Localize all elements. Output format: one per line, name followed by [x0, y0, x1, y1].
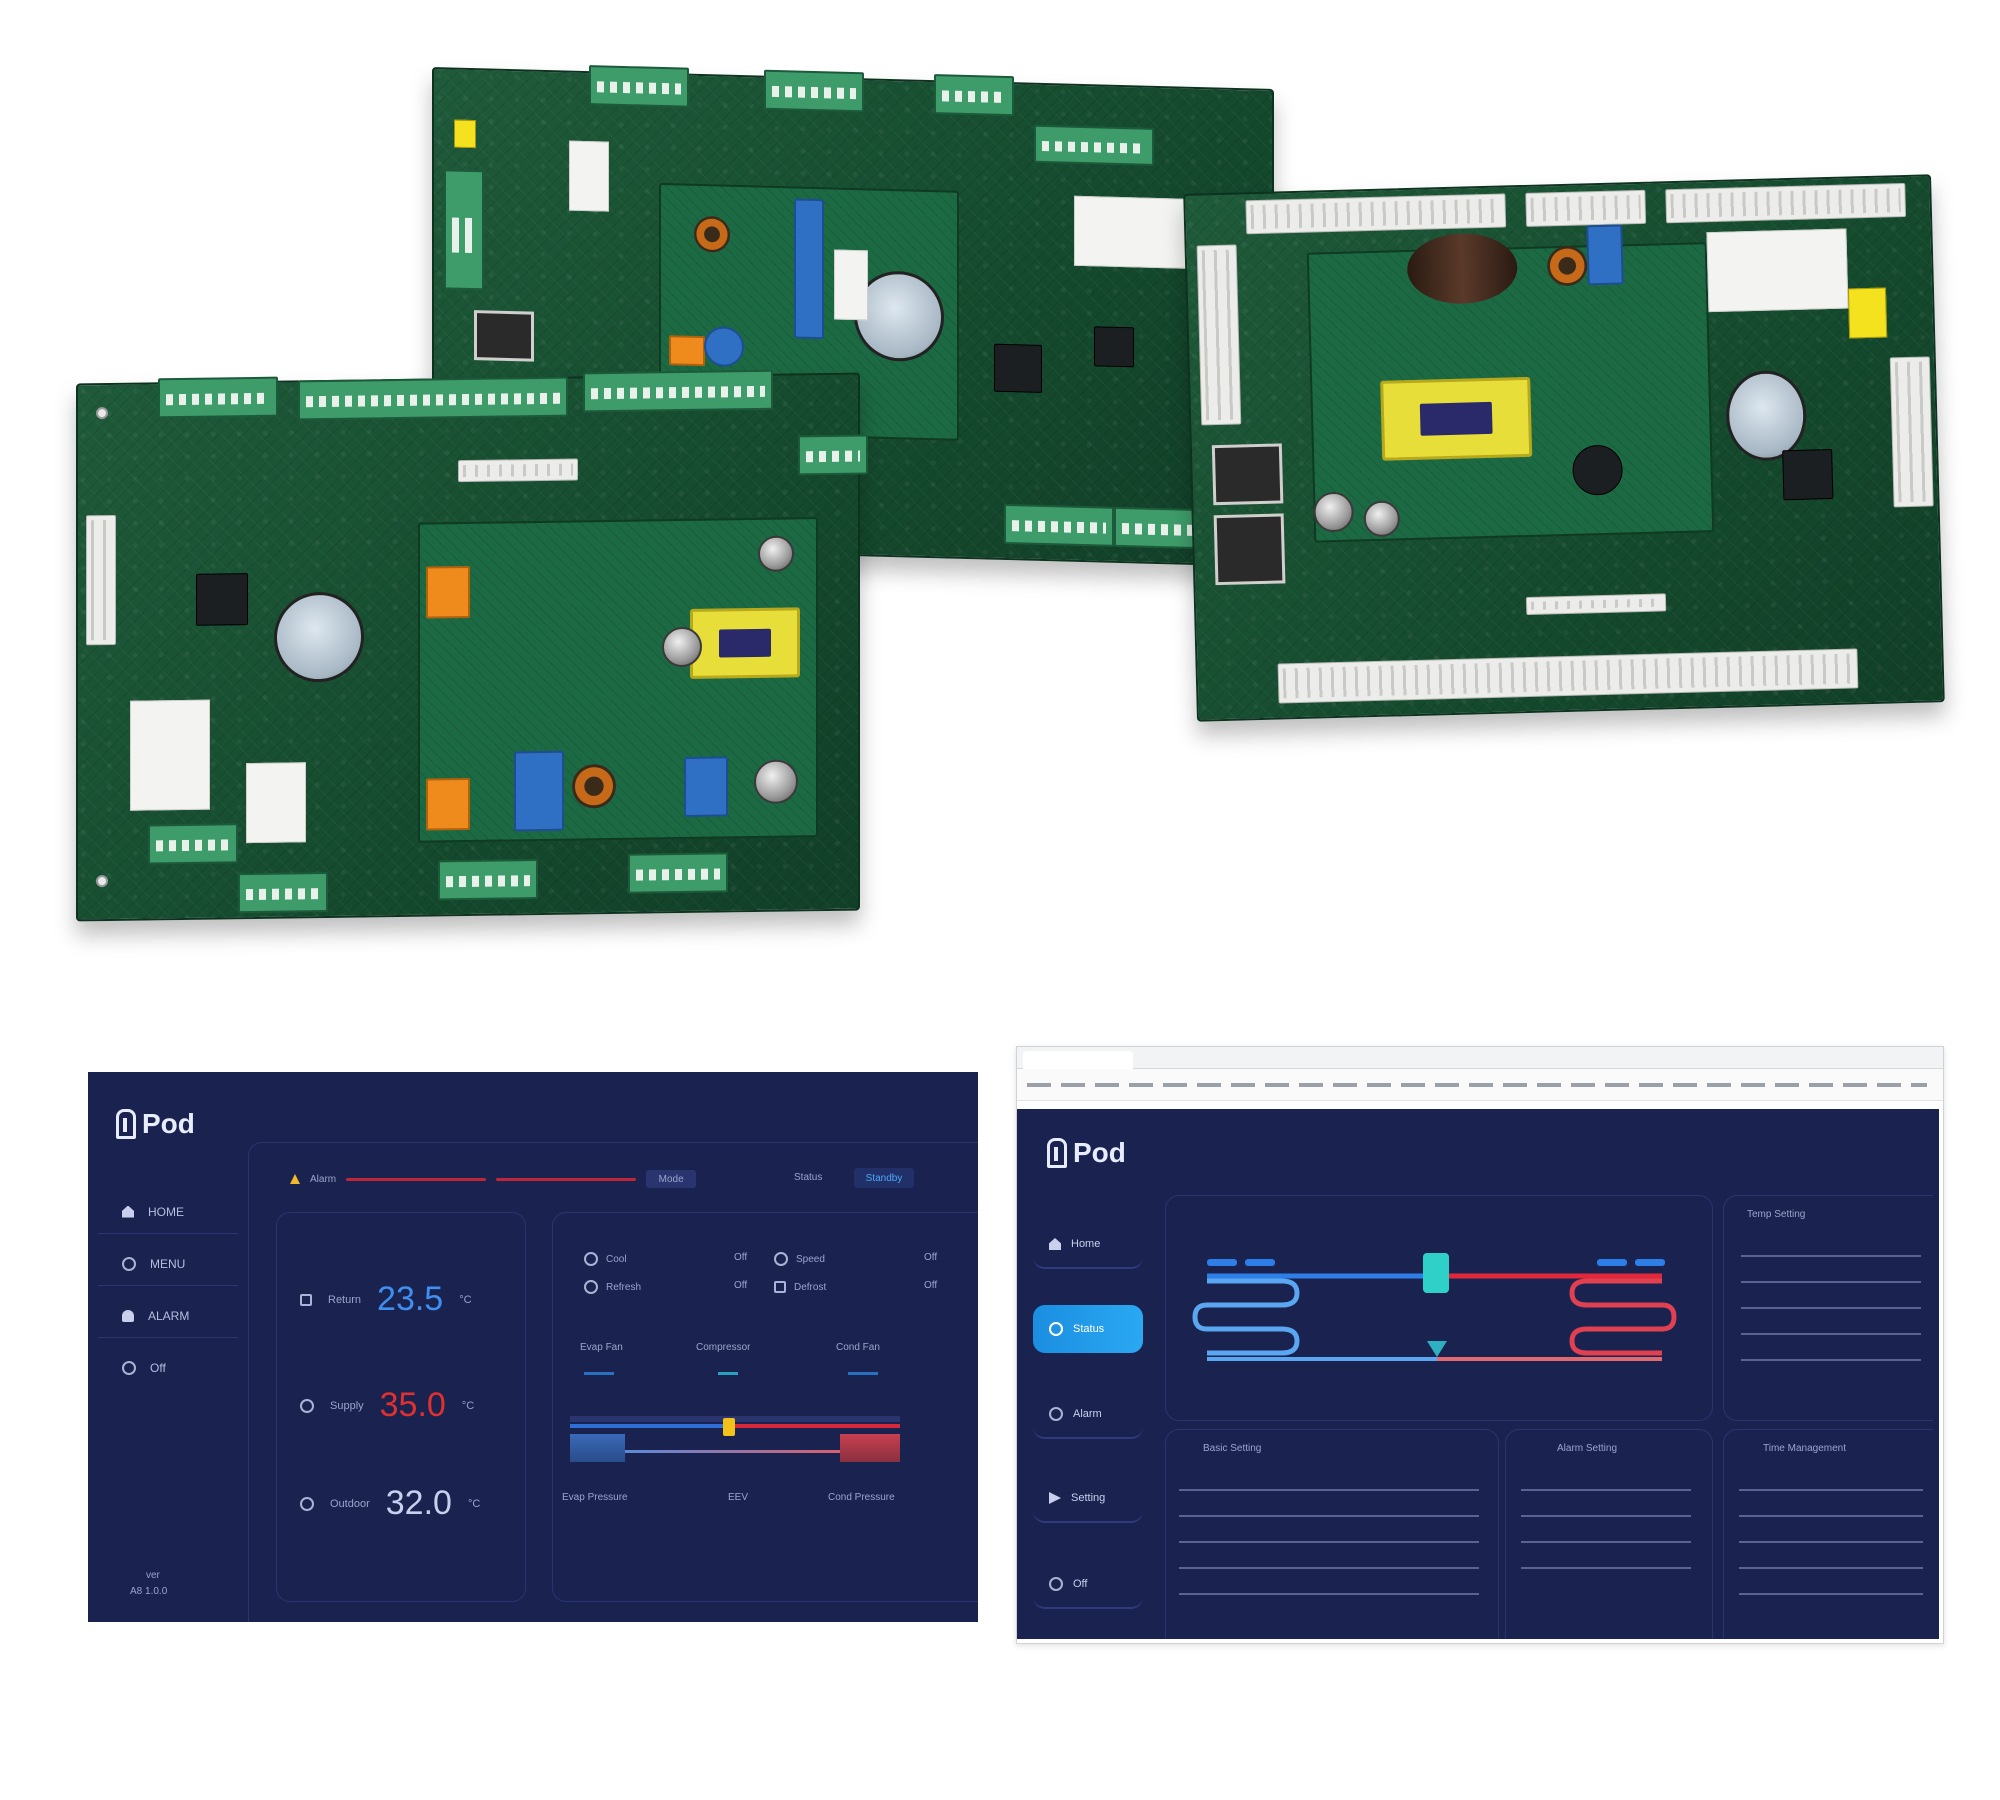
mode-refresh-state: Off — [734, 1280, 748, 1291]
main-frame — [248, 1142, 978, 1622]
browser-window: Pod Home Status Alarm Setting Off — [1016, 1046, 1944, 1644]
alarm-bell-icon — [122, 1309, 134, 1322]
home-icon — [1049, 1238, 1061, 1250]
supply-temp-value: 35.0 — [379, 1386, 446, 1424]
compressor-marker — [723, 1418, 735, 1436]
refrigeration-diagram-panel — [1165, 1195, 1713, 1421]
mode-speed-state: Off — [924, 1252, 938, 1263]
mode-button[interactable]: Mode — [646, 1170, 697, 1188]
eev-label: EEV — [728, 1492, 749, 1503]
dashboard-home-screenshot: Pod HOME MENU ALARM Off ver A8 1.0.0 Ala… — [88, 1072, 978, 1622]
cycle-diagram — [570, 1412, 900, 1462]
sidebar-item-menu[interactable]: MENU — [98, 1242, 238, 1286]
sensor-icon — [300, 1293, 312, 1306]
sidebar-item-status[interactable]: Status — [1033, 1305, 1143, 1353]
system-panel — [552, 1212, 978, 1602]
basic-setting-panel — [1165, 1429, 1499, 1639]
cond-fan-indicator — [848, 1372, 878, 1375]
browser-bookmarks-bar — [1017, 1069, 1943, 1101]
browser-tab-bar — [1017, 1047, 1943, 1069]
return-temp-value: 23.5 — [377, 1280, 444, 1318]
pcb-board-right — [1183, 174, 1945, 722]
sidebar-item-setting[interactable]: Setting — [1033, 1475, 1143, 1523]
pcb-board-front — [76, 369, 868, 922]
status-icon — [1049, 1322, 1063, 1336]
home-icon — [122, 1205, 134, 1218]
cond-pressure-label: Cond Pressure — [828, 1492, 895, 1503]
temp-setting-rows — [1741, 1241, 1921, 1361]
app-logo: Pod — [116, 1108, 195, 1140]
alarm-bar: Alarm Mode — [290, 1170, 697, 1188]
warning-icon — [290, 1174, 300, 1184]
temp-setting-panel — [1723, 1195, 1933, 1421]
mode-refresh[interactable]: Refresh — [584, 1280, 734, 1294]
status-icon — [122, 1256, 136, 1271]
readings-panel — [276, 1212, 526, 1602]
mode-defrost[interactable]: Defrost — [774, 1280, 924, 1294]
time-management-rows — [1739, 1469, 1923, 1599]
power-icon — [122, 1361, 136, 1375]
alarm-setting-title: Alarm Setting — [1557, 1443, 1618, 1454]
mode-speed[interactable]: Speed — [774, 1252, 924, 1266]
expansion-valve — [1427, 1341, 1447, 1357]
defrost-icon — [774, 1281, 786, 1293]
mode-defrost-state: Off — [924, 1280, 938, 1291]
fan-icon — [774, 1252, 788, 1266]
app-logo: Pod — [1047, 1137, 1126, 1169]
browser-tab[interactable] — [1023, 1051, 1133, 1069]
version-number: A8 1.0.0 — [130, 1586, 168, 1597]
sidebar-item-off[interactable]: Off — [1033, 1561, 1143, 1609]
sidebar-item-home[interactable]: HOME — [98, 1190, 238, 1234]
time-management-title: Time Management — [1763, 1443, 1846, 1454]
mode-cool-state: Off — [734, 1252, 748, 1263]
pod-logo-icon — [116, 1109, 136, 1139]
time-management-panel — [1723, 1429, 1933, 1639]
outdoor-temp-value: 32.0 — [385, 1484, 452, 1522]
compressor-shape — [1423, 1253, 1449, 1293]
dashboard-status-screenshot: Pod Home Status Alarm Setting Off — [1017, 1109, 1939, 1639]
snowflake-icon — [584, 1252, 598, 1266]
temp-setting-title: Temp Setting — [1747, 1209, 1806, 1220]
status-badge: Standby — [854, 1168, 914, 1188]
play-icon — [1049, 1492, 1061, 1504]
pod-logo-icon — [1047, 1138, 1067, 1168]
refrigeration-cycle-diagram — [1192, 1253, 1677, 1361]
refresh-icon — [584, 1280, 598, 1294]
mode-cool[interactable]: Cool — [584, 1252, 734, 1266]
evaporator-coil — [1192, 1278, 1300, 1356]
alarm-setting-rows — [1521, 1469, 1691, 1569]
mode-grid: Cool Off Speed Off Refresh Off Defrost O… — [584, 1252, 964, 1294]
sidebar-item-alarm[interactable]: ALARM — [98, 1294, 238, 1338]
status-label: Status — [794, 1172, 823, 1183]
sensor-icon — [300, 1496, 314, 1511]
basic-setting-rows — [1179, 1469, 1479, 1619]
condenser-coil — [1569, 1278, 1677, 1356]
compressor-indicator — [718, 1372, 738, 1375]
power-icon — [1049, 1577, 1063, 1591]
sidebar-item-alarm[interactable]: Alarm — [1033, 1391, 1143, 1439]
version-label: ver — [146, 1570, 160, 1581]
evap-fan-label: Evap Fan — [580, 1342, 623, 1353]
cond-fan-label: Cond Fan — [836, 1342, 880, 1353]
compressor-label: Compressor — [696, 1342, 751, 1353]
sidebar-item-off[interactable]: Off — [98, 1346, 238, 1390]
reading-outdoor: Outdoor 32.0 °C — [300, 1484, 480, 1523]
sensor-icon — [300, 1398, 314, 1413]
reading-supply: Supply 35.0 °C — [300, 1386, 474, 1425]
evap-pressure-label: Evap Pressure — [562, 1492, 628, 1503]
alarm-icon — [1049, 1407, 1063, 1421]
alarm-setting-panel — [1505, 1429, 1713, 1639]
reading-return: Return 23.5 °C — [300, 1280, 472, 1319]
evap-fan-indicator — [584, 1372, 614, 1375]
basic-setting-title: Basic Setting — [1203, 1443, 1262, 1454]
sidebar-item-home[interactable]: Home — [1033, 1221, 1143, 1269]
